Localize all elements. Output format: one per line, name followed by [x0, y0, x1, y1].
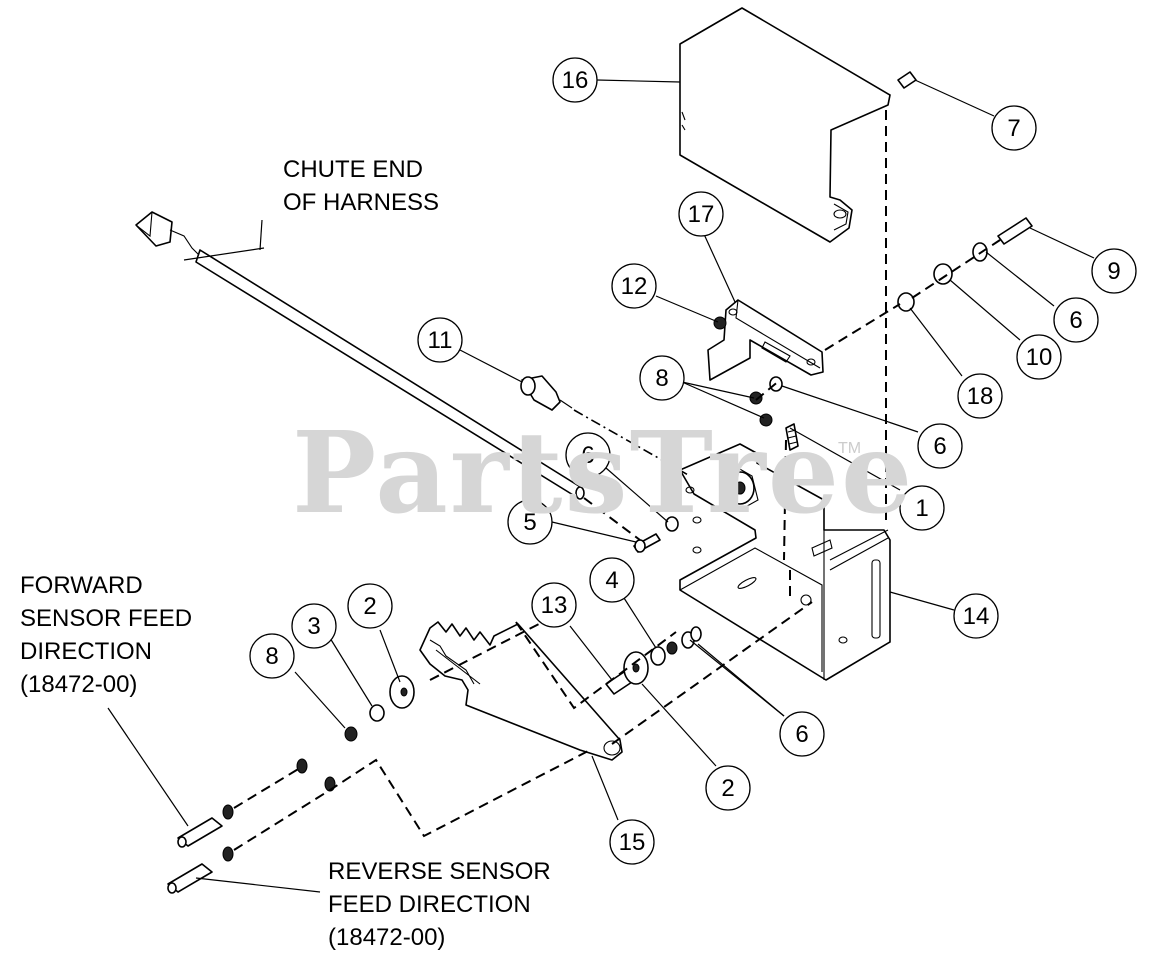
callout-number: 6	[581, 442, 594, 469]
callout-circle	[609, 819, 655, 865]
axis-line-11	[573, 409, 691, 477]
callout-number: 6	[795, 721, 808, 748]
callout-number: 2	[363, 593, 376, 620]
callout-number: 16	[562, 67, 589, 94]
callout-number: 9	[1107, 258, 1120, 285]
callout-circle	[1016, 334, 1062, 380]
callout-number: 4	[605, 567, 618, 594]
callout-6-left: 6	[565, 432, 611, 478]
callout-number: 5	[523, 509, 536, 536]
callout-2-lower: 2	[705, 765, 751, 811]
label-line: REVERSE SENSOR	[328, 858, 551, 885]
callout-circle	[1053, 297, 1099, 343]
callout-number: 6	[1069, 307, 1082, 334]
callout-2-upper: 2	[347, 583, 393, 629]
callout-circle	[589, 557, 635, 603]
callout-number: 6	[933, 433, 946, 460]
part-11-sensor	[520, 375, 573, 411]
label-line: (18472-00)	[328, 924, 446, 951]
callout-circle	[507, 499, 553, 545]
callout-circle	[611, 263, 657, 309]
callout-number: 13	[541, 592, 568, 619]
callout-circle	[899, 485, 945, 531]
callout-18: 18	[957, 373, 1003, 419]
callout-circle	[531, 582, 577, 628]
callout-15: 15	[609, 819, 655, 865]
callout-3: 3	[291, 603, 337, 649]
callout-13: 13	[531, 582, 577, 628]
callout-circle	[678, 191, 724, 237]
callout-circle	[417, 317, 463, 363]
callout-circle	[552, 57, 598, 103]
label-line: DIRECTION	[20, 638, 152, 665]
callout-circle	[991, 105, 1037, 151]
callout-number: 17	[688, 201, 715, 228]
label-line: OF HARNESS	[283, 189, 440, 216]
callout-circle	[779, 711, 825, 757]
callout-number: 2	[721, 775, 734, 802]
part-16-cover	[679, 7, 891, 243]
callout-number: 11	[428, 327, 453, 354]
label-line: (18472-00)	[20, 671, 138, 698]
callout-6-mid: 6	[917, 423, 963, 469]
callout-12: 12	[611, 263, 657, 309]
label-line: FEED DIRECTION	[328, 891, 531, 918]
callout-circle	[917, 423, 963, 469]
callout-16: 16	[552, 57, 598, 103]
callout-number: 7	[1007, 115, 1020, 142]
callout-number: 10	[1026, 344, 1053, 371]
callout-11: 11	[417, 317, 463, 363]
callout-17: 17	[678, 191, 724, 237]
callout-circle	[291, 603, 337, 649]
hardware-parts	[167, 71, 1033, 894]
part-17-bracket	[707, 299, 824, 381]
callout-number: 14	[963, 603, 990, 630]
harness-cable	[135, 211, 585, 500]
callout-number: 8	[265, 643, 278, 670]
callout-6-lower: 6	[779, 711, 825, 757]
callout-9: 9	[1091, 248, 1137, 294]
callout-number: 3	[307, 613, 320, 640]
label-chute-end-of-harness: CHUTE END OF HARNESS	[283, 153, 439, 219]
callout-5: 5	[507, 499, 553, 545]
callout-circle	[705, 765, 751, 811]
callout-number: 12	[621, 273, 648, 300]
label-reverse-sensor: REVERSE SENSOR FEED DIRECTION (18472-00)	[328, 855, 551, 954]
callout-circle	[1091, 248, 1137, 294]
watermark-trademark: TM	[838, 440, 862, 457]
callout-14: 14	[953, 593, 999, 639]
callout-7: 7	[991, 105, 1037, 151]
callout-circle	[953, 593, 999, 639]
callout-circle	[957, 373, 1003, 419]
callout-circle	[639, 355, 685, 401]
label-line: FORWARD	[20, 572, 143, 599]
callout-circle	[249, 633, 295, 679]
callout-1: 1	[899, 485, 945, 531]
callout-number: 15	[619, 829, 646, 856]
part-14-housing	[679, 443, 891, 681]
label-forward-sensor: FORWARD SENSOR FEED DIRECTION (18472-00)	[20, 569, 192, 701]
part-15-rack	[419, 621, 623, 761]
callout-10: 10	[1016, 334, 1062, 380]
leader-lines	[107, 79, 1095, 893]
callout-circle	[565, 432, 611, 478]
callout-number: 1	[915, 495, 928, 522]
label-line: SENSOR FEED	[20, 605, 193, 632]
callout-8-lower: 8	[249, 633, 295, 679]
callout-6-right: 6	[1053, 297, 1099, 343]
callout-circle	[347, 583, 393, 629]
callout-number: 8	[655, 365, 668, 392]
callout-4: 4	[589, 557, 635, 603]
part-1-spring	[785, 423, 799, 451]
callout-number: 18	[967, 383, 994, 410]
callout-8-upper: 8	[639, 355, 685, 401]
label-line: CHUTE END	[283, 156, 424, 183]
